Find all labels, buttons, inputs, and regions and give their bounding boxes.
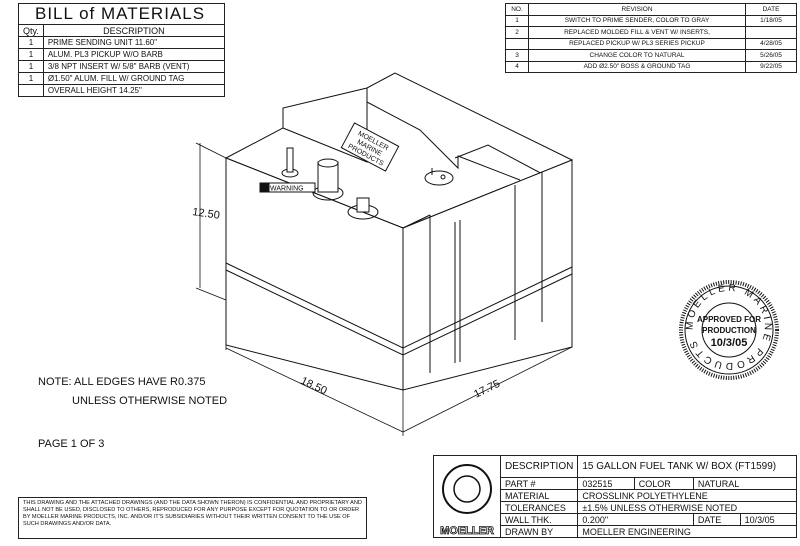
part-value: 032515 bbox=[577, 477, 635, 490]
date-label: DATE bbox=[692, 513, 741, 526]
tank-top-ridge bbox=[454, 144, 564, 186]
drawn-by-label: DRAWN BY bbox=[499, 525, 579, 538]
tank-top-ridge bbox=[282, 88, 368, 163]
rev-text: REPLACED PICKUP W/ PL3 SERIES PICKUP bbox=[528, 37, 746, 50]
title-block: MOELLER DESCRIPTION 15 GALLON FUEL TANK … bbox=[433, 455, 798, 538]
tank-band bbox=[225, 262, 573, 349]
material-value: CROSSLINK POLYETHYLENE bbox=[577, 489, 797, 502]
fill-fitting bbox=[312, 158, 344, 201]
note-edges: NOTE: ALL EDGES HAVE R0.375 bbox=[38, 376, 206, 388]
wall-thickness-value: 0.200" bbox=[577, 513, 694, 526]
pickup-fitting bbox=[347, 197, 379, 220]
tank-ridge-line bbox=[402, 214, 431, 229]
width-dimension-text: 17.75 bbox=[472, 378, 502, 401]
logo-text: MOELLER bbox=[440, 525, 494, 537]
description-value: 15 GALLON FUEL TANK W/ BOX (FT1599) bbox=[577, 455, 797, 478]
rev-date: 4/28/05 bbox=[745, 37, 797, 50]
height-dimension: 12.50 bbox=[192, 142, 227, 301]
tank-band bbox=[225, 269, 573, 356]
vent-fitting bbox=[281, 147, 299, 178]
drawn-by-value: MOELLER ENGINEERING bbox=[577, 525, 797, 538]
wall-thickness-label: WALL THK. bbox=[499, 513, 579, 526]
page-number: PAGE 1 OF 3 bbox=[38, 438, 105, 450]
rev-no: 4 bbox=[505, 60, 529, 73]
color-value: NATURAL bbox=[692, 477, 798, 490]
stamp-line: PRODUCTION bbox=[702, 326, 756, 335]
sending-unit bbox=[424, 168, 454, 186]
rev-date bbox=[745, 26, 797, 39]
moeller-logo: MOELLER bbox=[433, 455, 501, 538]
stamp-date: 10/3/05 bbox=[711, 337, 748, 349]
stamp-line: APPROVED FOR bbox=[697, 315, 761, 324]
warning-text: WARNING bbox=[270, 186, 304, 193]
height-dimension-text: 12.50 bbox=[192, 206, 221, 222]
tolerances-value: ±1.5% UNLESS OTHERWISE NOTED bbox=[577, 501, 797, 514]
bom-row: OVERALL HEIGHT 14.25" bbox=[18, 84, 226, 97]
rev-text: ADD Ø2.50" BOSS & GROUND TAG bbox=[528, 60, 746, 73]
color-label: COLOR bbox=[633, 477, 694, 490]
length-dimension-text: 18.50 bbox=[299, 375, 329, 398]
description-label: DESCRIPTION bbox=[499, 455, 579, 478]
material-label: MATERIAL bbox=[499, 489, 579, 502]
confidentiality-disclaimer: THIS DRAWING AND THE ATTACHED DRAWINGS (… bbox=[18, 497, 367, 539]
rev-date: 9/22/05 bbox=[745, 60, 797, 73]
tank-top-ridge bbox=[366, 101, 521, 181]
approval-stamp: MOELLER MARINE PRODUCTS APPROVED FOR PRO… bbox=[679, 280, 779, 380]
tolerances-label: TOLERANCES bbox=[499, 501, 579, 514]
rev-date-header: DATE bbox=[745, 3, 797, 16]
rev-date: 5/26/05 bbox=[745, 49, 797, 62]
date-value: 10/3/05 bbox=[739, 513, 798, 526]
warning-label: WARNING bbox=[259, 182, 316, 193]
bom-title: BILL of MATERIALS bbox=[18, 3, 225, 25]
part-label: PART # bbox=[499, 477, 579, 490]
bom-description: OVERALL HEIGHT 14.25" bbox=[42, 84, 226, 97]
note-unless: UNLESS OTHERWISE NOTED bbox=[72, 395, 228, 407]
